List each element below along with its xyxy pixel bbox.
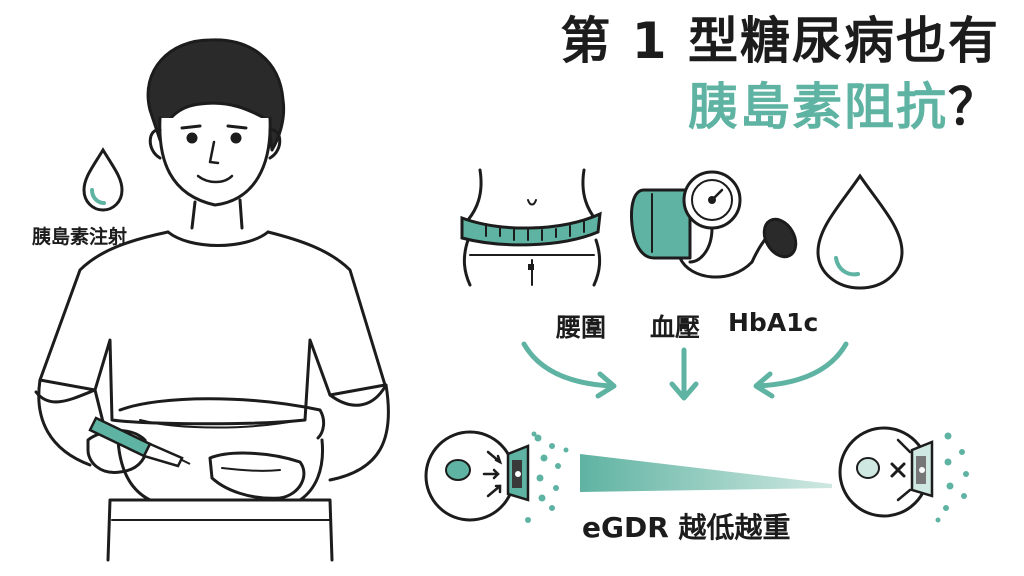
metrics-arrows <box>521 341 849 401</box>
injection-label: 胰島素注射 <box>32 226 128 248</box>
title-line-1: 第 1 型糖尿病也有 <box>560 12 1000 70</box>
insulin-drop-icon <box>82 147 124 212</box>
cell-resistant <box>838 426 969 523</box>
measuring-tape-icon <box>460 168 602 287</box>
insulin-pen-icon <box>88 416 191 468</box>
egdr-gradient-wedge <box>580 454 832 492</box>
blood-pressure-label: 血壓 <box>650 313 701 342</box>
title-question-mark: ？ <box>948 78 1000 136</box>
waist-label: 腰圍 <box>556 313 607 342</box>
right-hand <box>208 451 306 500</box>
person-illustration <box>34 38 390 562</box>
egdr-label: eGDR 越低越重 <box>582 511 791 544</box>
t-shirt <box>38 230 387 426</box>
blood-drop-icon <box>816 173 904 290</box>
title-line-2: 胰島素阻抗？ <box>540 76 1000 138</box>
blood-pressure-cuff-icon <box>630 170 798 279</box>
hba1c-label: HbA1c <box>728 308 819 337</box>
cell-sensitive <box>424 430 569 523</box>
pants <box>106 498 334 562</box>
cell-icon <box>445 459 471 481</box>
title-accent: 胰島素阻抗 <box>688 78 948 136</box>
hair <box>146 38 286 152</box>
